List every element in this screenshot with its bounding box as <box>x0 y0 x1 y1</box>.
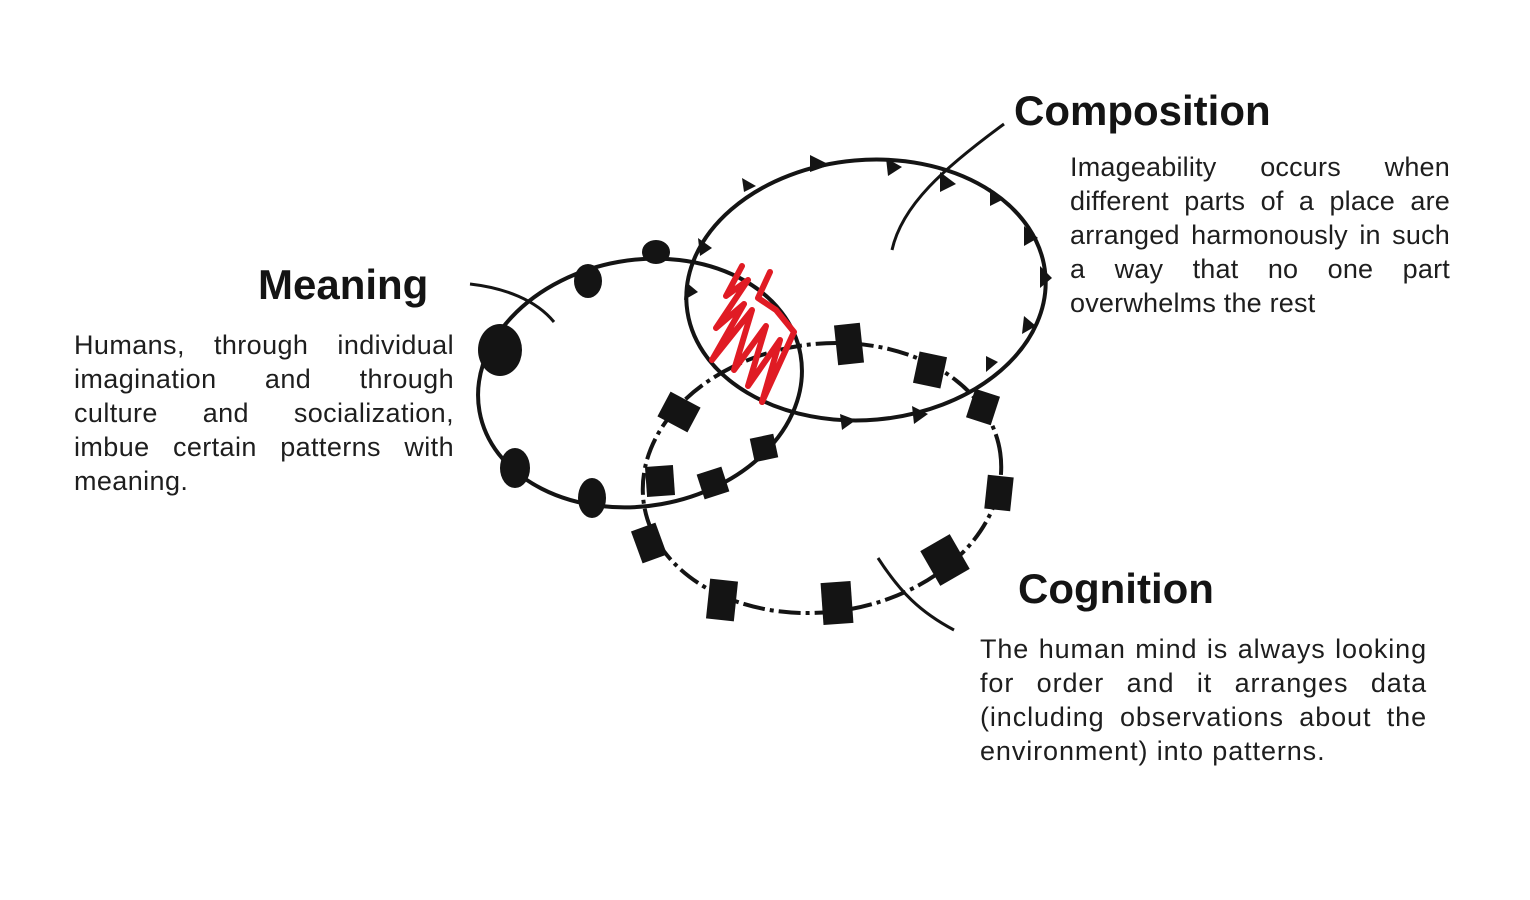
square-marker <box>696 466 730 500</box>
arrow-marker <box>840 414 856 430</box>
arrow-marker <box>1040 266 1052 288</box>
square-marker <box>705 578 739 622</box>
arrow-marker <box>940 172 956 192</box>
meaning-pointer-line <box>469 282 556 323</box>
cognition-title: Cognition <box>1018 565 1214 612</box>
meaning-description: Humans, through individual imagination a… <box>74 330 454 496</box>
arrow-marker <box>1024 226 1038 246</box>
meaning-title: Meaning <box>258 261 429 308</box>
arrow-marker <box>990 188 1002 206</box>
composition-description: Imageability occurs when different parts… <box>1070 152 1450 318</box>
blob-marker <box>478 324 522 376</box>
cognition-description: The human mind is always looking for ord… <box>980 634 1427 766</box>
square-marker <box>749 433 779 463</box>
arrow-marker <box>1022 316 1036 334</box>
blob-marker <box>642 240 670 264</box>
composition-markers <box>684 155 1052 430</box>
arrow-marker <box>986 356 998 372</box>
square-marker <box>920 534 970 586</box>
square-marker <box>820 581 854 625</box>
cognition-ellipse <box>630 322 1014 632</box>
square-marker <box>966 388 1000 426</box>
arrow-marker <box>886 158 902 176</box>
arrow-marker <box>698 238 712 256</box>
meaning-ellipse <box>476 240 804 518</box>
cognition-pointer-line <box>876 557 955 632</box>
meaning-markers <box>478 240 670 518</box>
composition-ellipse <box>684 122 1052 430</box>
composition-title: Composition <box>1014 87 1271 134</box>
composition-pointer-line <box>890 122 1005 251</box>
blob-marker <box>578 478 606 518</box>
square-marker <box>833 322 865 366</box>
arrow-marker <box>684 282 698 300</box>
square-marker <box>644 465 676 497</box>
blob-marker <box>574 264 602 298</box>
arrow-marker <box>810 155 830 172</box>
blob-marker <box>500 448 530 488</box>
square-marker <box>984 474 1014 512</box>
square-marker <box>657 391 701 433</box>
arrow-marker <box>912 406 928 424</box>
arrow-marker <box>742 178 756 192</box>
square-marker <box>912 351 948 389</box>
square-marker <box>630 522 668 564</box>
highlight-scribble <box>709 263 797 405</box>
cognition-markers <box>630 322 1014 625</box>
